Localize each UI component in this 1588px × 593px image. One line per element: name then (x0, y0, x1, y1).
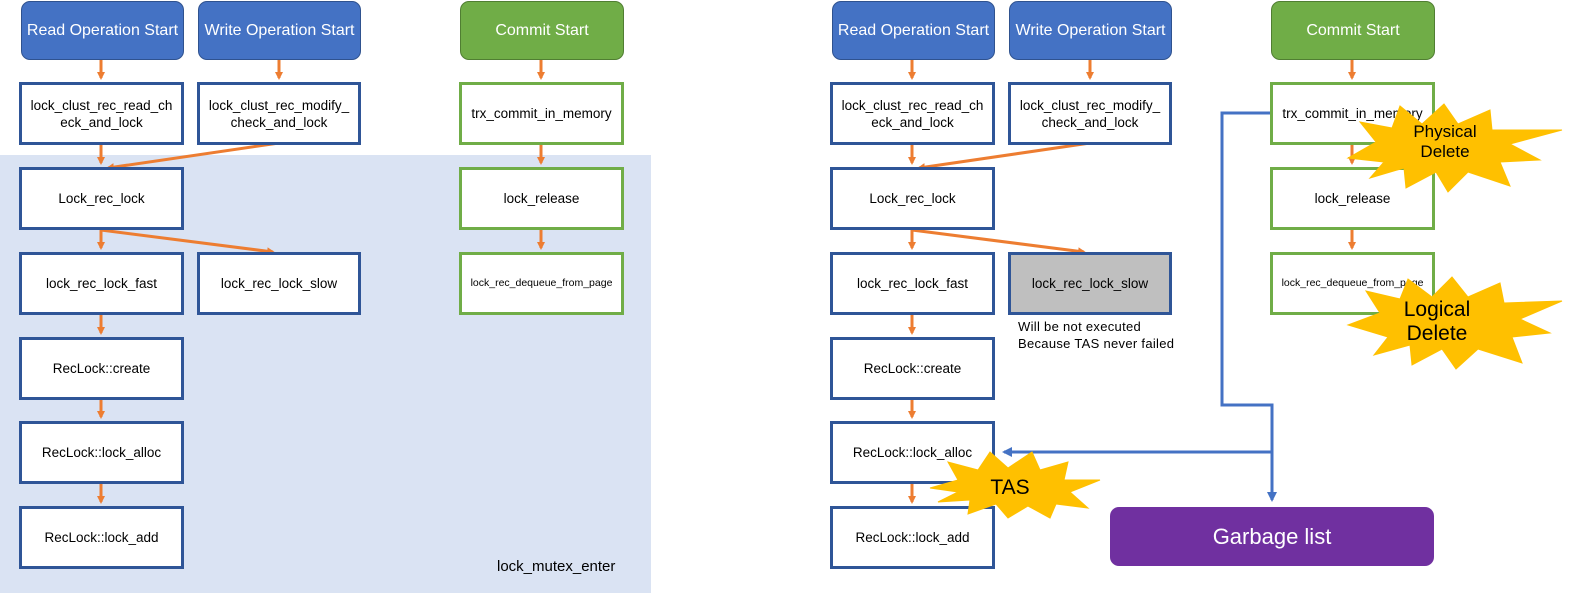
gc-line-commit (1220, 111, 1277, 502)
reclock-create-r-label: RecLock::create (863, 361, 962, 376)
read-check-r-label: lock_clust_rec_read_ch eck_and_lock (841, 97, 984, 130)
rec-lock-r-label: Lock_rec_lock (869, 191, 956, 206)
commit-in-memory-r-label: trx_commit_in_memory (1282, 106, 1423, 121)
reclock-alloc-node: RecLock::lock_alloc (19, 421, 184, 484)
lock-release-r-label: lock_release (1314, 191, 1391, 206)
burst-physical-line2: Delete (1420, 141, 1470, 161)
burst-tas-text: TAS (990, 476, 1030, 499)
rec-lock-node-r: Lock_rec_lock (830, 167, 995, 230)
write-operation-start: Write Operation Start (198, 1, 361, 60)
lock-release-node: lock_release (459, 167, 624, 230)
reclock-create-label: RecLock::create (52, 361, 151, 376)
rec-lock-label: Lock_rec_lock (58, 191, 145, 206)
reclock-add-node: RecLock::lock_add (19, 506, 184, 569)
reclock-alloc-node-r: RecLock::lock_alloc (830, 421, 995, 484)
commit-start-r: Commit Start (1271, 1, 1435, 60)
burst-logical-line1: Logical (1403, 298, 1471, 321)
read-operation-start: Read Operation Start (21, 1, 184, 60)
lock-fast-node: lock_rec_lock_fast (19, 252, 184, 315)
garbage-list: Garbage list (1110, 507, 1434, 566)
rec-lock-node: Lock_rec_lock (19, 167, 184, 230)
burst-physical-text: Physical Delete (1385, 122, 1505, 161)
burst-logical-delete (1346, 276, 1563, 370)
dequeue-label: lock_rec_dequeue_from_page (470, 277, 613, 289)
modify-check-node: lock_clust_rec_modify_ check_and_lock (197, 82, 361, 145)
garbage-list-label: Garbage list (1212, 524, 1332, 549)
read-operation-start-label: Read Operation Start (26, 22, 179, 39)
arrow-modify-check (106, 141, 280, 172)
write-operation-start-r: Write Operation Start (1009, 1, 1172, 60)
lock-fast-node-r: lock_rec_lock_fast (830, 252, 995, 315)
burst-tas (929, 451, 1101, 519)
reclock-create-node-r: RecLock::create (830, 337, 995, 400)
read-operation-start-r-label: Read Operation Start (837, 22, 990, 39)
commit-in-memory-node: trx_commit_in_memory (459, 82, 624, 145)
lock-fast-label: lock_rec_lock_fast (45, 276, 158, 291)
lock-release-label: lock_release (503, 191, 580, 206)
burst-physical-delete (1346, 103, 1563, 193)
arrow-modify-check-r (917, 141, 1091, 172)
burst-logical-line2: Delete (1406, 322, 1468, 346)
arrow-rec-lock-slow (100, 228, 275, 256)
commit-in-memory-label: trx_commit_in_memory (471, 106, 612, 121)
commit-start-label: Commit Start (495, 22, 589, 39)
slow-note: Will be not executed Because TAS never f… (1018, 318, 1174, 352)
lock-slow-r-label: lock_rec_lock_slow (1031, 276, 1149, 291)
read-check-node-r: lock_clust_rec_read_ch eck_and_lock (830, 82, 995, 145)
lock-mutex-enter-label: lock_mutex_enter (497, 558, 616, 575)
arrow-rec-lock-slow-r (911, 228, 1086, 256)
modify-check-node-r: lock_clust_rec_modify_ check_and_lock (1008, 82, 1172, 145)
reclock-add-r-label: RecLock::lock_add (855, 530, 970, 545)
read-check-label: lock_clust_rec_read_ch eck_and_lock (30, 97, 173, 130)
lock-slow-node: lock_rec_lock_slow (197, 252, 361, 315)
modify-check-label: lock_clust_rec_modify_ check_and_lock (208, 97, 350, 130)
read-check-node: lock_clust_rec_read_ch eck_and_lock (19, 82, 184, 145)
reclock-alloc-label: RecLock::lock_alloc (41, 445, 162, 460)
burst-physical-line1: Physical (1413, 122, 1477, 141)
slow-note-line2: Because TAS never failed (1018, 336, 1175, 351)
slow-note-line1: Will be not executed (1018, 319, 1142, 334)
modify-check-r-label: lock_clust_rec_modify_ check_and_lock (1019, 97, 1161, 130)
reclock-alloc-r-label: RecLock::lock_alloc (852, 445, 973, 460)
dequeue-node: lock_rec_dequeue_from_page (459, 252, 624, 315)
lock-fast-r-label: lock_rec_lock_fast (856, 276, 969, 291)
commit-start-r-label: Commit Start (1306, 22, 1400, 39)
write-operation-start-r-label: Write Operation Start (1015, 22, 1166, 39)
lock-slow-node-r: lock_rec_lock_slow (1008, 252, 1172, 315)
write-operation-start-label: Write Operation Start (204, 22, 355, 39)
read-operation-start-r: Read Operation Start (832, 1, 995, 60)
commit-start: Commit Start (460, 1, 624, 60)
reclock-create-node: RecLock::create (19, 337, 184, 400)
dequeue-r-label: lock_rec_dequeue_from_page (1281, 277, 1424, 289)
burst-logical-text: Logical Delete (1382, 298, 1492, 346)
reclock-add-node-r: RecLock::lock_add (830, 506, 995, 569)
lock-slow-label: lock_rec_lock_slow (220, 276, 338, 291)
reclock-add-label: RecLock::lock_add (44, 530, 159, 545)
